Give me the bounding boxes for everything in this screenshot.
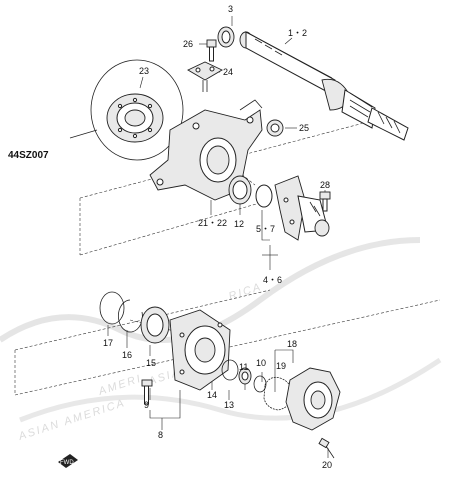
label-part-11: 11: [239, 362, 248, 372]
label-part-9: 9: [144, 400, 149, 410]
detail-code-label: 44SZ007: [8, 150, 49, 161]
front-direction-marker: FWD: [58, 454, 78, 468]
label-part-18: 18: [287, 339, 297, 349]
part-1-2-drive-shaft: [239, 31, 409, 141]
part-13-ring: [221, 359, 239, 381]
label-part-15: 15: [146, 358, 156, 368]
part-14-hub: [169, 309, 231, 391]
part-10-snap-ring: [253, 375, 267, 393]
part-21-22-knuckle: [149, 99, 263, 201]
part-24-bracket: [187, 61, 223, 92]
part-4-7-spindle: [255, 175, 330, 241]
part-25-bearing: [266, 119, 284, 137]
front-marker-text: FWD: [60, 460, 74, 466]
leader-lines: [107, 16, 329, 458]
label-part-21-22: 21・22: [198, 218, 227, 228]
label-part-3: 3: [228, 4, 233, 14]
label-part-19: 19: [276, 361, 286, 371]
label-part-13: 13: [224, 400, 234, 410]
part-20-bolt: [318, 437, 335, 459]
detail-callout: [69, 59, 184, 161]
label-part-25: 25: [299, 123, 309, 133]
label-part-5-7: 5・7: [256, 224, 275, 234]
label-part-4-6: 4・6: [263, 275, 282, 285]
label-part-26: 26: [183, 39, 193, 49]
label-part-16: 16: [122, 350, 132, 360]
label-part-24: 24: [223, 67, 233, 77]
part-23-hub-flange: [106, 93, 164, 143]
label-part-20: 20: [322, 460, 332, 470]
label-part-12: 12: [234, 219, 244, 229]
label-part-10: 10: [256, 358, 266, 368]
part-17-snap-ring: [99, 291, 125, 325]
part-labels: 44SZ007 3 1・2 26 24 23 25 28 21・22 12 5・…: [8, 4, 332, 470]
label-part-17: 17: [103, 338, 113, 348]
part-26-bolt: [206, 39, 217, 62]
label-part-1-2: 1・2: [288, 28, 307, 38]
label-part-28: 28: [320, 180, 330, 190]
part-16-circlip: [118, 299, 143, 333]
part-3-seal: [217, 26, 235, 48]
part-15-bearing: [140, 306, 170, 344]
part-18-locking-hub: [285, 367, 341, 431]
label-part-14: 14: [207, 390, 217, 400]
label-part-8: 8: [158, 430, 163, 440]
part-11-washer: [238, 367, 252, 385]
part-28-bolt: [319, 191, 331, 212]
watermark-text-3: AMERI: [96, 373, 143, 399]
part-9-bolt: [141, 379, 153, 405]
part-12-seal: [228, 175, 252, 205]
label-part-23: 23: [139, 66, 149, 76]
